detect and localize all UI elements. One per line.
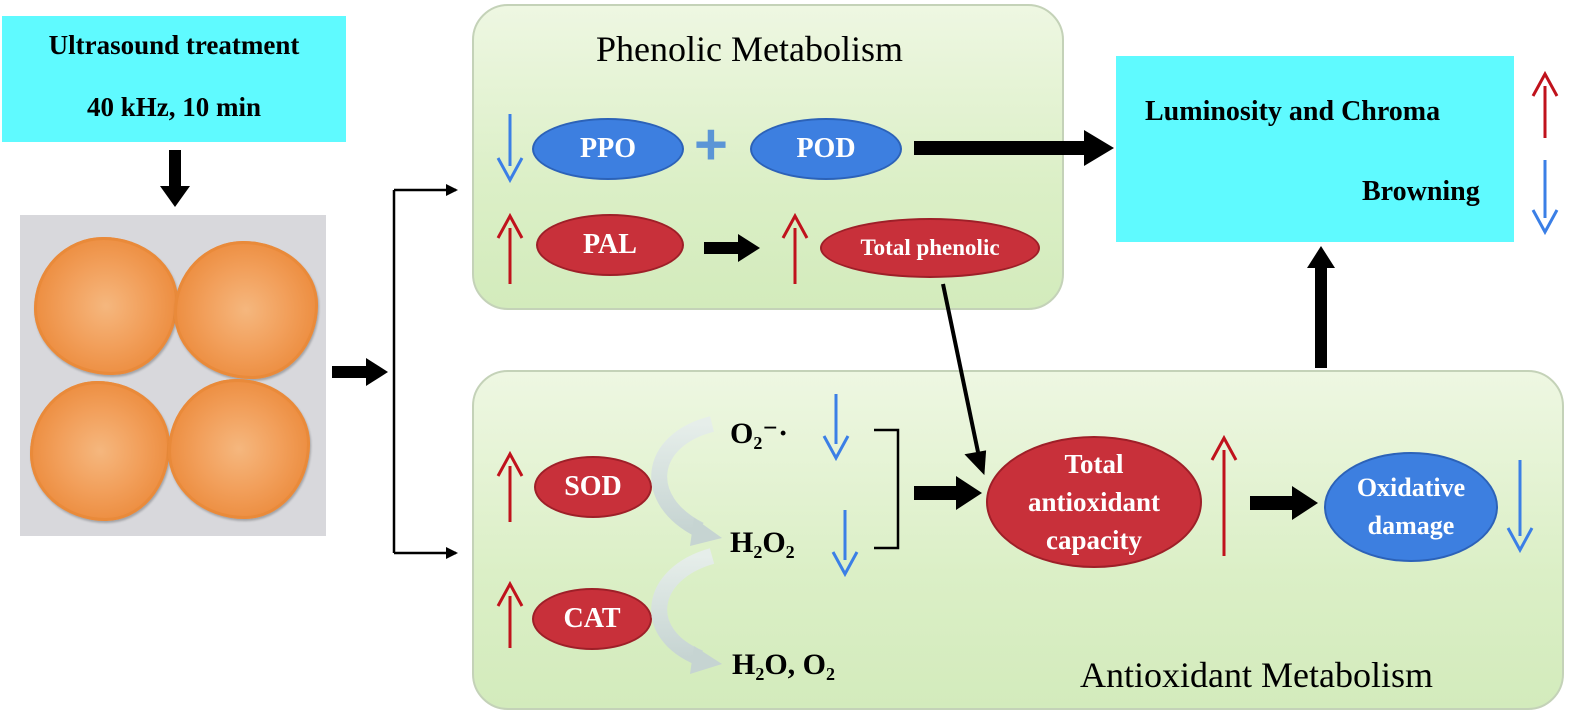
luminosity-chroma-label: Luminosity and Chroma bbox=[1145, 96, 1441, 127]
total-phenolic-label: Total phenolic bbox=[860, 235, 1000, 260]
curve-arrow-sod bbox=[651, 416, 722, 546]
ppo-down-arrow bbox=[496, 114, 524, 184]
superoxide-down-arrow bbox=[822, 394, 850, 462]
sweet-potato-photo bbox=[20, 215, 326, 536]
arrow-treatment-to-photo bbox=[160, 150, 190, 207]
pod-label: POD bbox=[796, 133, 856, 164]
luminosity-up-arrow bbox=[1531, 70, 1559, 138]
potato-slice-bottom-right bbox=[168, 379, 310, 519]
branch-connector bbox=[392, 184, 458, 559]
phenolic-up-arrow bbox=[781, 212, 809, 284]
arrow-pal-to-phenolic bbox=[704, 234, 760, 262]
plus-sign: + bbox=[694, 112, 728, 177]
total-phenolic-ellipse: Total phenolic bbox=[820, 218, 1040, 278]
arrow-ros-to-antioxidant bbox=[914, 476, 982, 510]
pal-up-arrow bbox=[496, 212, 524, 284]
water-oxygen-label: H₂O, O₂ bbox=[732, 648, 835, 681]
potato-slice-top-right bbox=[174, 241, 318, 379]
result-box bbox=[1116, 56, 1514, 242]
ros-bracket bbox=[874, 428, 900, 550]
pal-label: PAL bbox=[583, 229, 637, 260]
treatment-box: Ultrasound treatment 40 kHz, 10 min bbox=[2, 16, 346, 142]
ppo-label: PPO bbox=[580, 133, 636, 164]
arrow-photo-to-branch bbox=[332, 358, 388, 386]
antioxidant-up-arrow bbox=[1210, 434, 1238, 556]
cat-up-arrow bbox=[496, 580, 524, 648]
potato-slice-bottom-left bbox=[30, 381, 170, 521]
h2o2-label: H₂O₂ bbox=[730, 526, 795, 559]
browning-down-arrow bbox=[1531, 160, 1559, 236]
arrow-antioxidant-to-damage bbox=[1250, 486, 1318, 520]
damage-down-arrow bbox=[1506, 460, 1534, 554]
arrow-enzymes-to-result bbox=[914, 130, 1114, 166]
superoxide-label: O₂⁻· bbox=[730, 417, 789, 450]
sod-up-arrow bbox=[496, 450, 524, 522]
oxidative-damage-label: Oxidative damage bbox=[1356, 473, 1466, 540]
pod-ellipse: POD bbox=[750, 118, 902, 180]
treatment-line1: Ultrasound treatment bbox=[48, 30, 300, 60]
ppo-ellipse: PPO bbox=[532, 118, 684, 180]
pal-ellipse: PAL bbox=[536, 214, 684, 276]
sod-ellipse: SOD bbox=[534, 456, 652, 518]
phenolic-panel-title: Phenolic Metabolism bbox=[596, 29, 903, 69]
oxidative-damage-ellipse: Oxidative damage bbox=[1324, 452, 1498, 562]
cat-ellipse: CAT bbox=[532, 588, 652, 650]
treatment-line2: 40 kHz, 10 min bbox=[86, 92, 261, 122]
total-antioxidant-ellipse: Total antioxidant capacity bbox=[986, 436, 1202, 568]
arrow-antioxidant-to-result bbox=[1307, 246, 1335, 368]
arrow-phenolic-to-antioxidant bbox=[941, 283, 987, 476]
sod-label: SOD bbox=[564, 471, 622, 502]
curve-arrow-cat bbox=[651, 548, 722, 674]
total-antioxidant-label: Total antioxidant capacity bbox=[1027, 449, 1161, 555]
cat-label: CAT bbox=[563, 603, 621, 634]
h2o2-down-arrow bbox=[831, 510, 859, 578]
antioxidant-panel-title: Antioxidant Metabolism bbox=[1080, 655, 1433, 695]
potato-slice-top-left bbox=[34, 237, 178, 375]
browning-label: Browning bbox=[1362, 176, 1480, 207]
